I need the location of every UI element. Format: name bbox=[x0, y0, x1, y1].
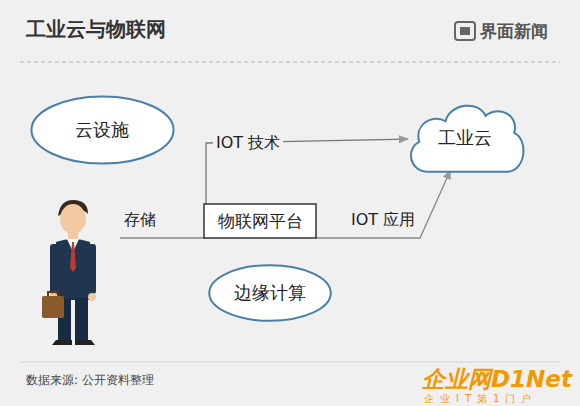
node-text: 边缘计算 bbox=[234, 281, 306, 305]
header-rule bbox=[20, 62, 560, 63]
node-text: 云设施 bbox=[75, 118, 129, 142]
edge-ellipse: 边缘计算 bbox=[208, 264, 332, 322]
cloud-shape: 工业云 bbox=[403, 99, 528, 177]
node-text: 物联网平台 bbox=[218, 210, 303, 233]
logo-icon bbox=[455, 22, 475, 40]
storage-line bbox=[120, 238, 206, 239]
edge-label: IOT 技术 bbox=[213, 133, 283, 154]
platform-box: 物联网平台 bbox=[204, 204, 316, 238]
footer-rule bbox=[20, 362, 560, 363]
watermark: 企业网D1Net bbox=[422, 364, 572, 395]
arrow-connector bbox=[316, 170, 451, 238]
node-text: 工业云 bbox=[438, 126, 492, 150]
title: 工业云与物联网 bbox=[26, 16, 166, 43]
source-note: 数据来源: 公开资料整理 bbox=[26, 372, 154, 389]
infrastructure-ellipse: 云设施 bbox=[30, 95, 175, 165]
businessman bbox=[42, 200, 96, 345]
watermark-slogan: 企业IT第1门户 bbox=[424, 392, 537, 406]
storage-label: 存储 bbox=[124, 210, 156, 231]
publisher-logo: 界面新闻 bbox=[480, 20, 548, 43]
edge-label: IOT 应用 bbox=[348, 210, 418, 231]
